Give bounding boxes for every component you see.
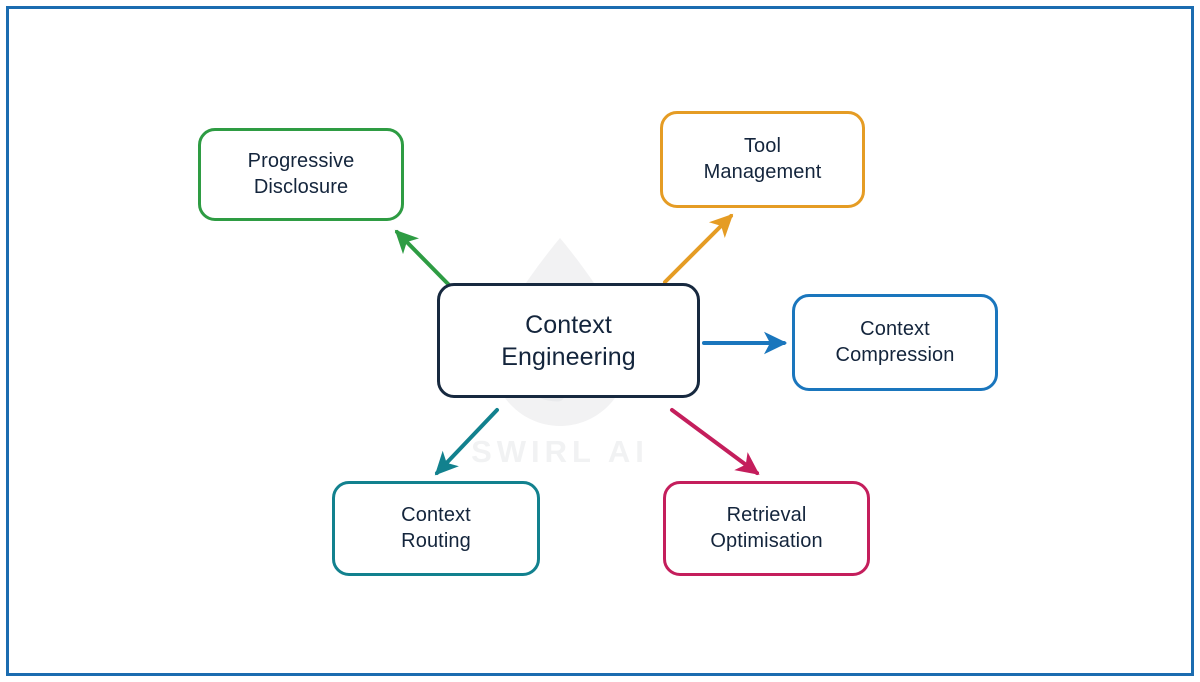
node-context-routing[interactable]: Context Routing: [332, 481, 540, 576]
arrow-center-to-tool-management: [663, 213, 734, 284]
node-retrieval-optimisation-label: Retrieval Optimisation: [710, 503, 823, 552]
node-context-compression[interactable]: Context Compression: [792, 294, 998, 391]
node-tool-management-label: Tool Management: [703, 134, 822, 183]
node-context-compression-label: Context Compression: [835, 317, 955, 366]
arrow-center-to-retrieval-optimisation: [670, 408, 760, 475]
node-progressive-disclosure-label: Progressive Disclosure: [247, 149, 355, 198]
arrow-center-to-progressive-disclosure: [394, 229, 454, 290]
node-context-routing-label: Context Routing: [401, 503, 471, 552]
arrow-center-to-context-routing: [434, 408, 499, 476]
node-context-engineering-label: Context Engineering: [501, 310, 636, 371]
node-retrieval-optimisation[interactable]: Retrieval Optimisation: [663, 481, 870, 576]
node-progressive-disclosure[interactable]: Progressive Disclosure: [198, 128, 404, 221]
node-tool-management[interactable]: Tool Management: [660, 111, 865, 208]
watermark-text: SWIRL AI: [471, 434, 649, 469]
node-context-engineering[interactable]: Context Engineering: [437, 283, 700, 398]
